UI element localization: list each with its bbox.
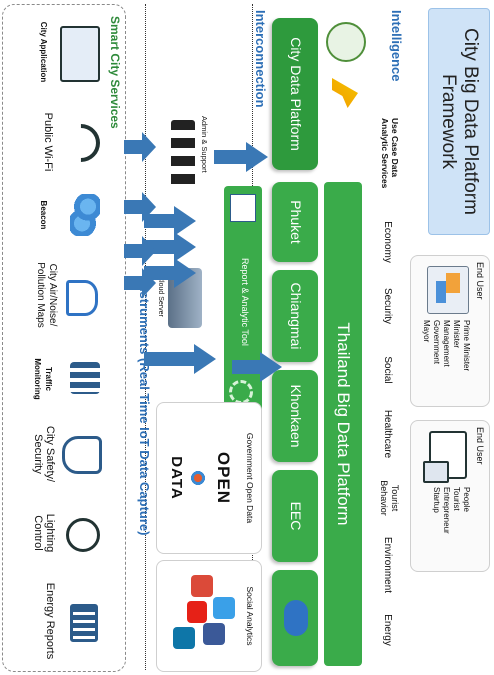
arrow-up [144, 206, 196, 236]
arrow-up [124, 236, 156, 266]
arrow-up [144, 258, 196, 288]
arrow-up [232, 352, 282, 382]
arrow-up [124, 268, 156, 298]
arrow-up [124, 132, 156, 162]
arrow-up [124, 192, 156, 222]
arrow-up [214, 142, 268, 172]
arrow-up [144, 344, 216, 374]
arrow-up [144, 232, 196, 262]
